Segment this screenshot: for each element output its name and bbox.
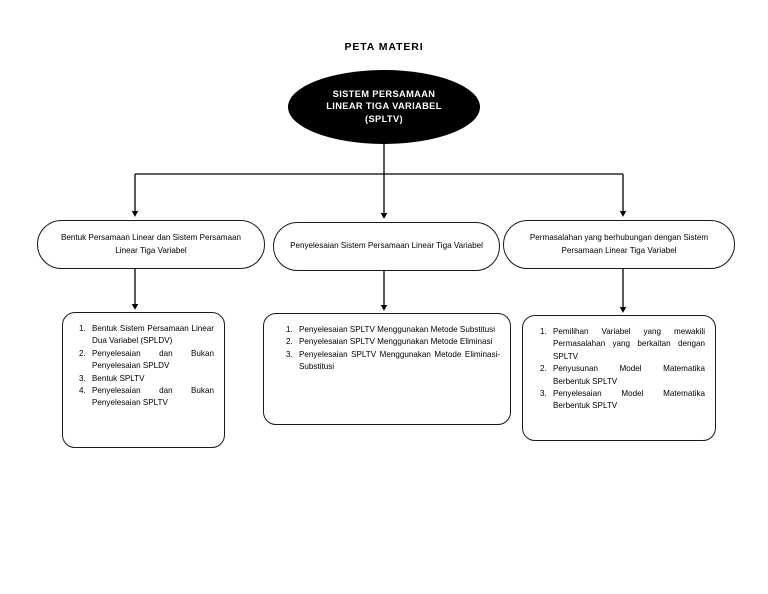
detail-list: Bentuk Sistem Persamaan Linear Dua Varia…	[71, 323, 214, 410]
detail-box-bentuk-persamaan[interactable]: Bentuk Sistem Persamaan Linear Dua Varia…	[62, 312, 225, 448]
category-node-label: Penyelesaian Sistem Persamaan Linear Tig…	[290, 241, 483, 251]
list-item: Bentuk SPLTV	[88, 373, 214, 385]
root-node-line-3: (SPLTV)	[365, 113, 403, 124]
root-node-line-1: SISTEM PERSAMAAN	[332, 88, 436, 99]
root-node-label: SISTEM PERSAMAAN LINEAR TIGA VARIABEL (S…	[326, 88, 441, 127]
detail-list: Penyelesaian SPLTV Menggunakan Metode Su…	[274, 324, 500, 374]
category-node-penyelesaian[interactable]: Penyelesaian Sistem Persamaan Linear Tig…	[273, 222, 500, 271]
root-node-spltv[interactable]: SISTEM PERSAMAAN LINEAR TIGA VARIABEL (S…	[288, 70, 480, 144]
list-item: Pemilihan Variabel yang mewakili Permasa…	[549, 326, 705, 363]
page-title: PETA MATERI	[344, 41, 424, 53]
list-item: Penyelesaian SPLTV Menggunakan Metode Su…	[295, 324, 500, 336]
detail-box-penyelesaian[interactable]: Penyelesaian SPLTV Menggunakan Metode Su…	[263, 313, 511, 425]
category-node-bentuk-persamaan[interactable]: Bentuk Persamaan Linear dan Sistem Persa…	[37, 220, 265, 269]
list-item: Penyelesaian SPLTV Menggunakan Metode El…	[295, 349, 500, 374]
list-item: Penyelesaian dan Bukan Penyelesaian SPLT…	[88, 385, 214, 410]
list-item: Penyusunan Model Matematika Berbentuk SP…	[549, 363, 705, 388]
list-item: Bentuk Sistem Persamaan Linear Dua Varia…	[88, 323, 214, 348]
list-item: Penyelesaian SPLTV Menggunakan Metode El…	[295, 336, 500, 348]
list-item: Penyelesaian dan Bukan Penyelesaian SPLD…	[88, 348, 214, 373]
category-node-permasalahan[interactable]: Permasalahan yang berhubungan dengan Sis…	[503, 220, 735, 269]
list-item: Penyelesaian Model Matematika Berbentuk …	[549, 388, 705, 413]
detail-box-permasalahan[interactable]: Pemilihan Variabel yang mewakili Permasa…	[522, 315, 716, 441]
root-node-line-2: LINEAR TIGA VARIABEL	[326, 101, 442, 112]
category-node-label: Bentuk Persamaan Linear dan Sistem Persa…	[61, 233, 241, 255]
detail-list: Pemilihan Variabel yang mewakili Permasa…	[531, 326, 705, 413]
category-node-label: Permasalahan yang berhubungan dengan Sis…	[529, 233, 709, 255]
